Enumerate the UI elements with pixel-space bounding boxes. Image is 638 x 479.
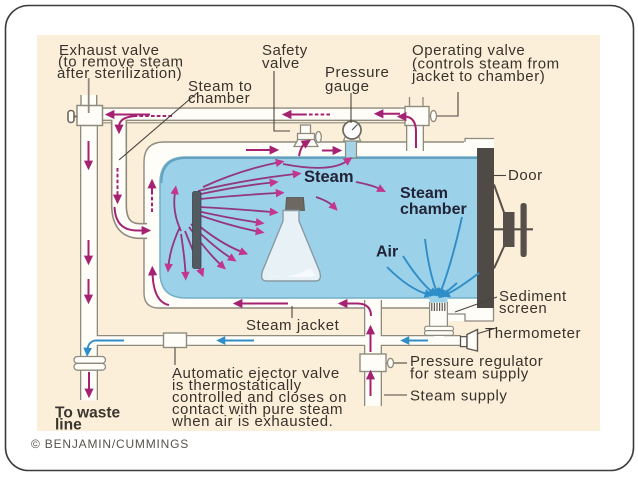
svg-text:(controls steam from: (controls steam from [412, 56, 560, 73]
svg-text:when air is exhausted.: when air is exhausted. [171, 413, 333, 430]
svg-text:is thermostatically: is thermostatically [172, 377, 302, 394]
svg-text:chamber: chamber [188, 90, 250, 107]
svg-text:contact with pure steam: contact with pure steam [172, 401, 343, 418]
svg-text:screen: screen [499, 300, 547, 317]
svg-text:Door: Door [508, 167, 543, 184]
svg-text:To waste: To waste [55, 405, 121, 422]
svg-text:(to remove steam: (to remove steam [58, 54, 184, 71]
svg-text:Steam: Steam [304, 168, 354, 186]
svg-text:Steam supply: Steam supply [410, 388, 507, 405]
svg-text:Steam to: Steam to [188, 78, 252, 95]
svg-text:Pressure regulator: Pressure regulator [410, 353, 543, 370]
svg-text:line: line [55, 417, 82, 434]
svg-text:Pressure: Pressure [325, 64, 389, 81]
svg-text:Steam jacket: Steam jacket [246, 317, 340, 334]
svg-text:Steam: Steam [400, 185, 448, 202]
svg-text:Exhaust valve: Exhaust valve [59, 42, 160, 59]
svg-text:Safety: Safety [262, 42, 308, 59]
svg-text:Thermometer: Thermometer [485, 325, 581, 342]
svg-text:Operating valve: Operating valve [412, 42, 525, 59]
svg-text:gauge: gauge [325, 78, 369, 95]
svg-text:© BENJAMIN/CUMMINGS: © BENJAMIN/CUMMINGS [31, 437, 189, 451]
svg-text:for steam supply: for steam supply [410, 366, 529, 383]
svg-text:chamber: chamber [400, 201, 467, 218]
svg-text:Sediment: Sediment [499, 288, 567, 305]
svg-text:Automatic ejector valve: Automatic ejector valve [172, 365, 340, 382]
svg-text:valve: valve [262, 55, 300, 72]
svg-text:controlled and closes on: controlled and closes on [172, 389, 347, 406]
svg-text:after sterilization): after sterilization) [57, 65, 182, 82]
svg-text:jacket to chamber): jacket to chamber) [411, 68, 545, 85]
svg-text:Air: Air [376, 244, 398, 261]
